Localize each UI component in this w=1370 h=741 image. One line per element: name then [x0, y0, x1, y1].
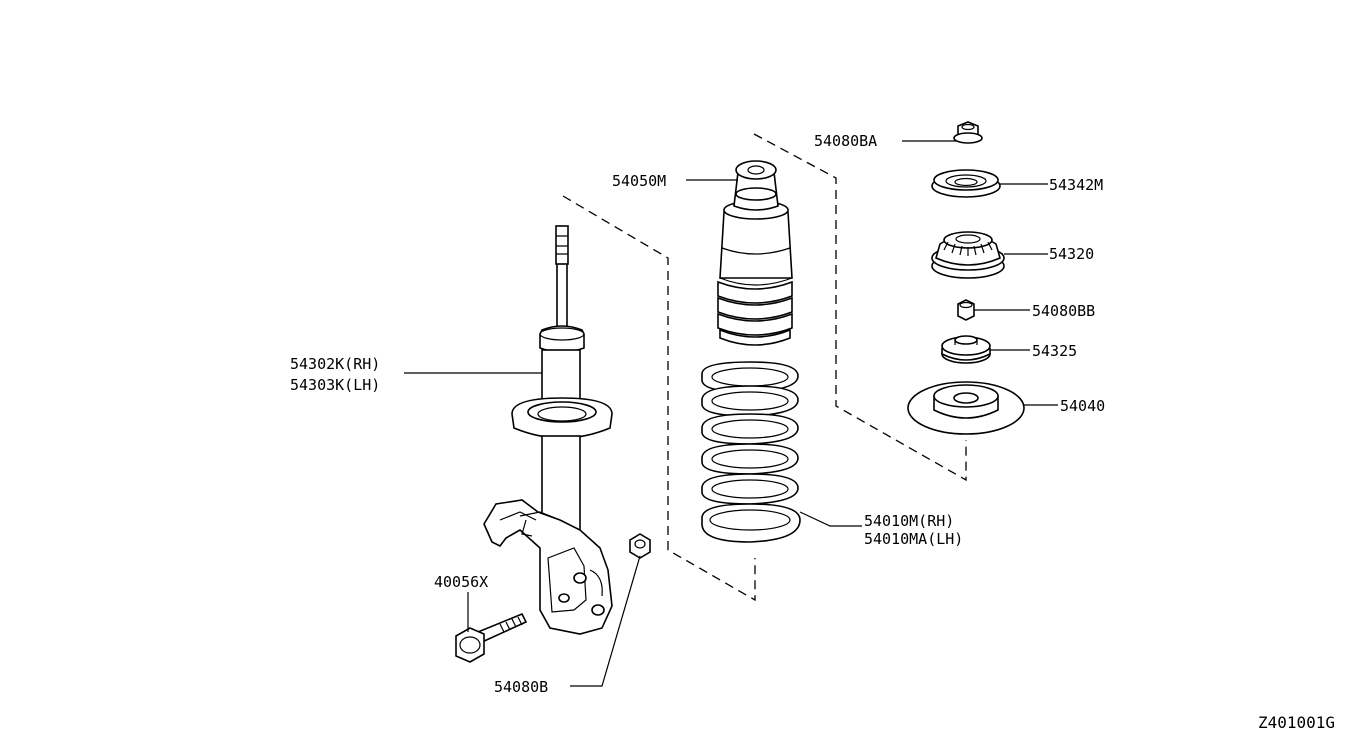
- callout-54342M[interactable]: 54342M: [1049, 176, 1103, 194]
- callout-54050M[interactable]: 54050M: [612, 172, 666, 190]
- coil-spring-part[interactable]: [701, 361, 801, 543]
- callout-54303K-LH[interactable]: 54303K(LH): [290, 376, 380, 394]
- callout-40056X[interactable]: 40056X: [434, 573, 488, 591]
- leader-54080B: [570, 555, 641, 687]
- mount-insulator-part[interactable]: [931, 169, 1001, 198]
- assembly-guide-upper: [753, 133, 967, 482]
- leader-54010M: [799, 511, 862, 527]
- bumper-seat-part[interactable]: [941, 335, 991, 364]
- bolt-part[interactable]: [455, 612, 528, 663]
- bound-bumper-part[interactable]: [717, 160, 793, 346]
- callout-54080BA[interactable]: 54080BA: [814, 132, 877, 150]
- callout-54080BB[interactable]: 54080BB: [1032, 302, 1095, 320]
- strut-bearing-part[interactable]: [931, 231, 1005, 279]
- top-nut-part[interactable]: [953, 121, 983, 144]
- diagram-code: Z401001G: [1258, 713, 1335, 732]
- callout-54302K-RH[interactable]: 54302K(RH): [290, 355, 380, 373]
- small-nut-part[interactable]: [957, 299, 975, 321]
- callout-54325[interactable]: 54325: [1032, 342, 1077, 360]
- assembly-guide-strut: [562, 195, 756, 602]
- callout-54320[interactable]: 54320: [1049, 245, 1094, 263]
- strut-nut-part[interactable]: [629, 533, 651, 559]
- callout-54080B[interactable]: 54080B: [494, 678, 548, 696]
- upper-spring-seat-part[interactable]: [907, 381, 1025, 435]
- callout-54040[interactable]: 54040: [1060, 397, 1105, 415]
- strut-assembly-part[interactable]: [483, 225, 613, 635]
- callout-54010MA-LH[interactable]: 54010MA(LH): [864, 530, 963, 548]
- callout-54010M-RH[interactable]: 54010M(RH): [864, 512, 954, 530]
